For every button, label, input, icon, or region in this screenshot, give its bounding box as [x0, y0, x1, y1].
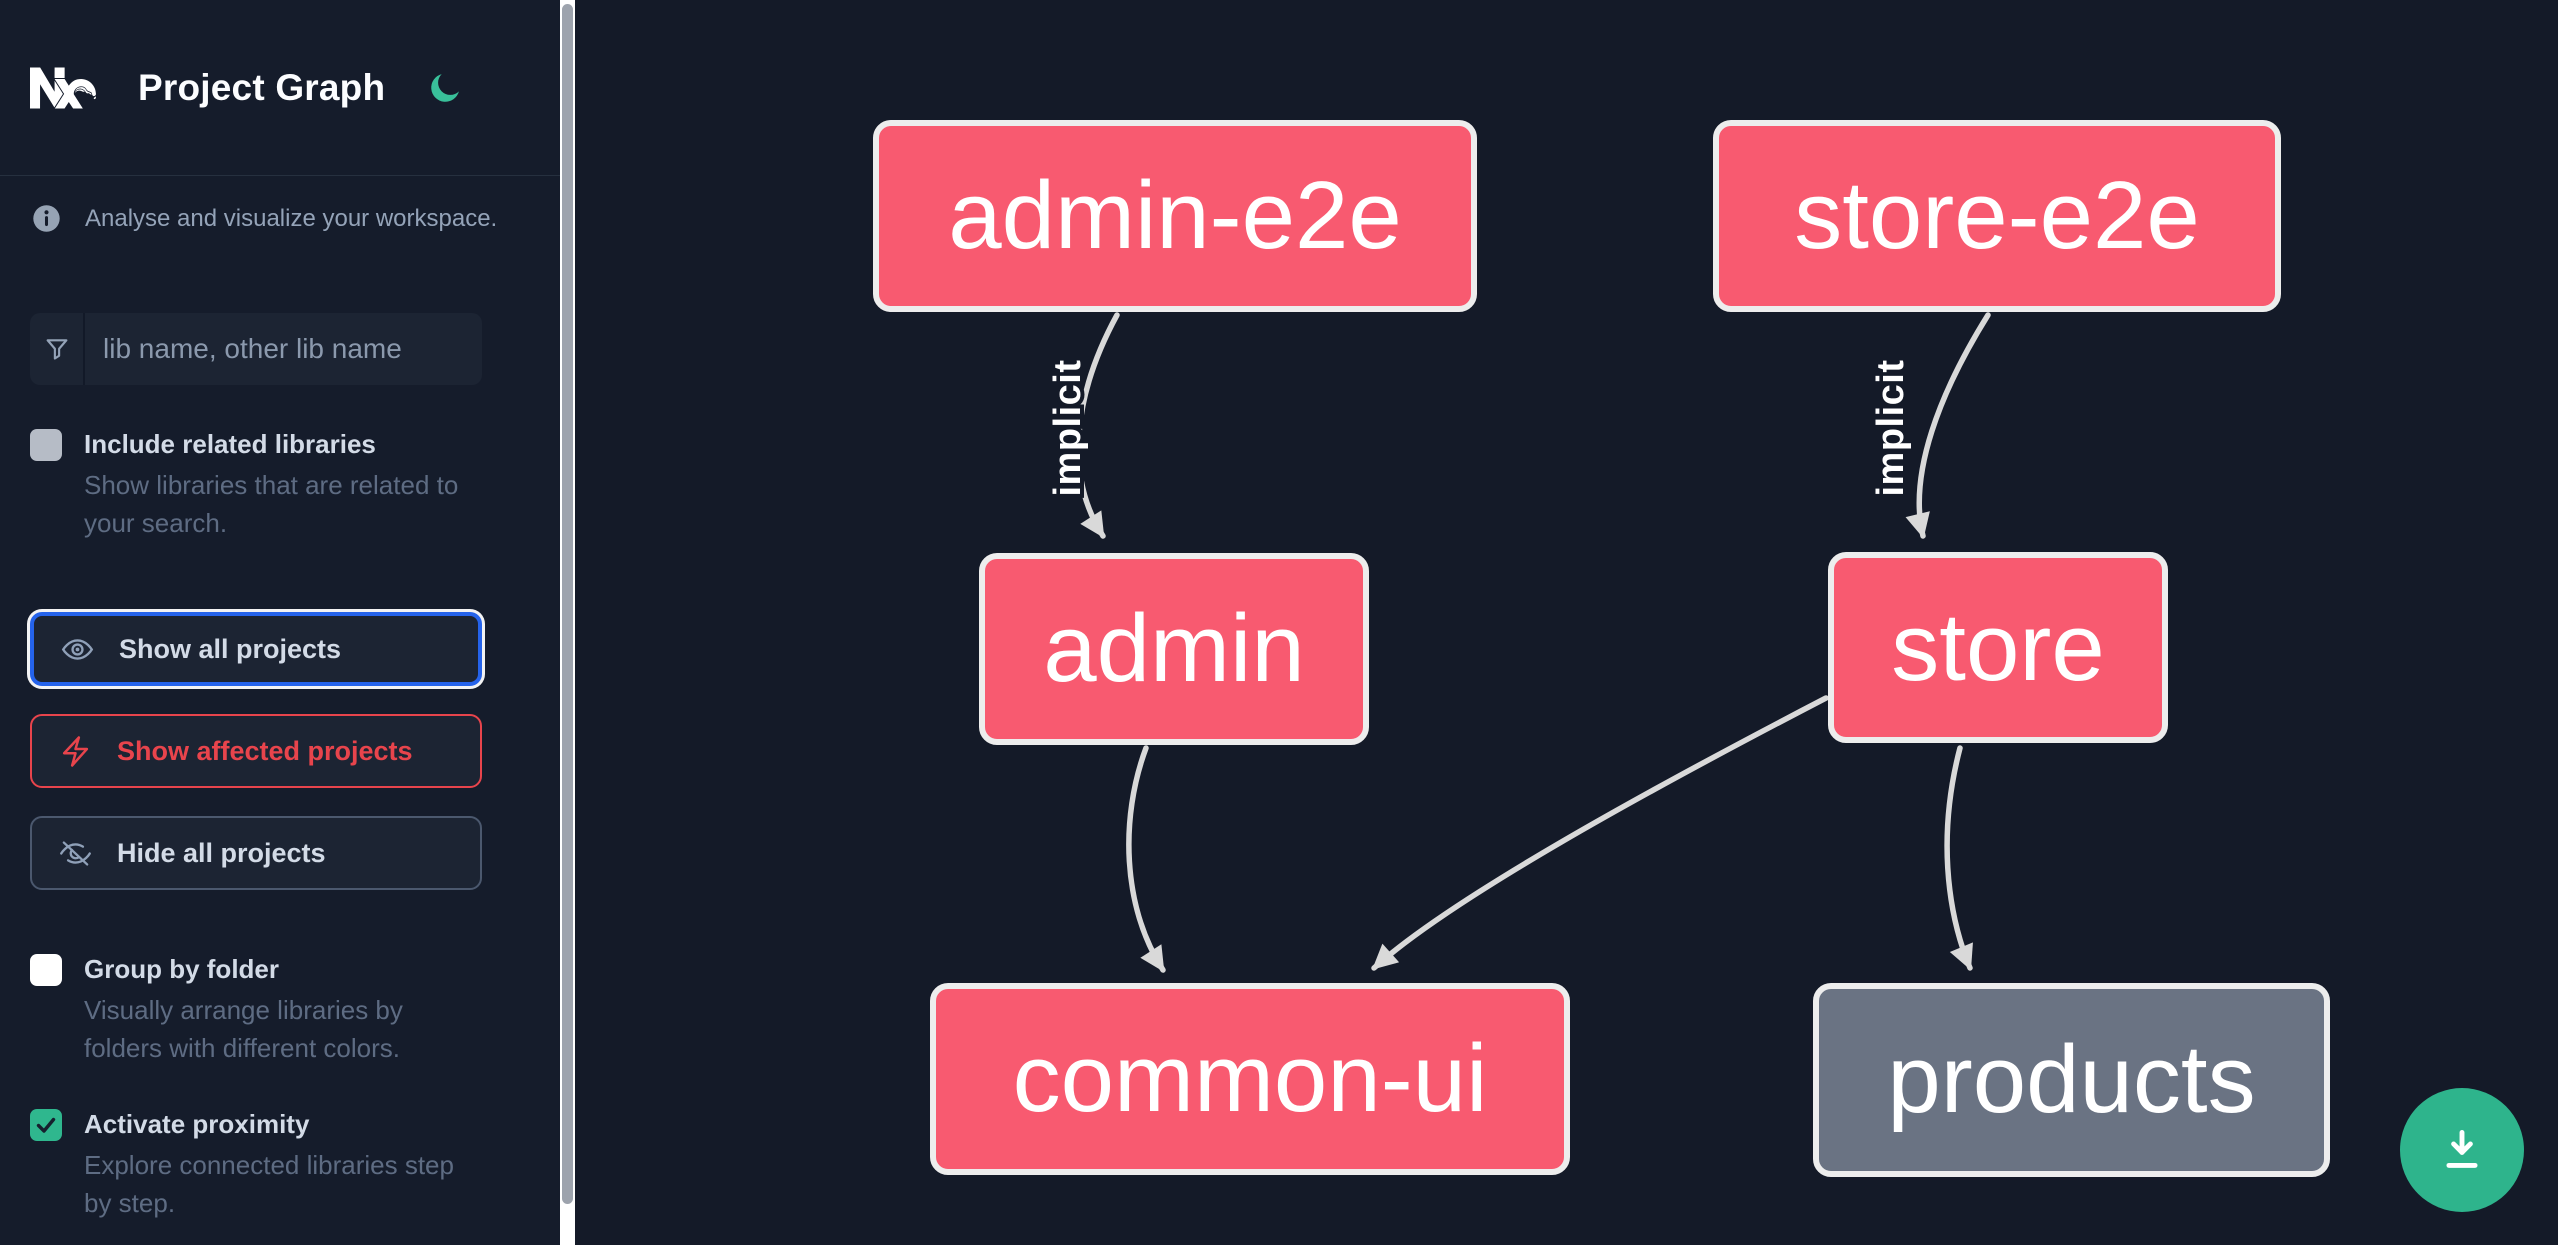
toggle-label: Include related libraries	[84, 429, 376, 459]
node-label: admin	[1043, 595, 1305, 702]
graph-node-admin-e2e[interactable]: admin-e2e	[873, 120, 1477, 312]
check-icon	[34, 1113, 58, 1137]
edge-store-to-products[interactable]	[1944, 745, 1973, 971]
moon-icon	[426, 69, 464, 107]
project-filter-box	[30, 313, 482, 385]
edge-store-e2e-to-store[interactable]	[1905, 312, 1991, 539]
edge-label-implicit: implicit	[1047, 359, 1089, 496]
tagline-text: Analyse and visualize your workspace.	[85, 204, 498, 232]
activate-proximity-checkbox[interactable]	[30, 1109, 62, 1141]
eye-icon	[60, 632, 95, 667]
toggle-description: Visually arrange libraries by folders wi…	[84, 995, 403, 1063]
graph-node-products[interactable]: products	[1813, 983, 2330, 1177]
sidebar-scrollbar-thumb[interactable]	[562, 4, 573, 1204]
tagline-row: Analyse and visualize your workspace.	[30, 202, 500, 235]
group-by-folder-checkbox[interactable]	[30, 954, 62, 986]
toggle-description: Show libraries that are related to your …	[84, 470, 459, 538]
edge-admin-to-common-ui[interactable]	[1126, 745, 1166, 973]
node-label: products	[1887, 1026, 2256, 1133]
theme-toggle-button[interactable]	[426, 69, 464, 107]
toggle-label: Activate proximity	[84, 1109, 310, 1139]
graph-node-store[interactable]: store	[1828, 552, 2168, 743]
button-label: Show affected projects	[117, 735, 413, 766]
lightning-icon	[58, 734, 93, 769]
edge-admin-e2e-to-admin[interactable]	[1075, 312, 1120, 539]
button-label: Show all projects	[119, 633, 342, 664]
node-label: common-ui	[1012, 1025, 1488, 1132]
toggle-label: Group by folder	[84, 954, 279, 984]
button-label: Hide all projects	[117, 837, 326, 868]
page-title: Project Graph	[138, 66, 386, 108]
nx-logo	[30, 55, 96, 121]
download-icon	[2434, 1122, 2490, 1178]
node-label: store	[1891, 593, 2105, 701]
graph-node-store-e2e[interactable]: store-e2e	[1713, 120, 2281, 312]
eye-off-icon	[58, 836, 93, 871]
show-affected-projects-button[interactable]: Show affected projects	[30, 714, 482, 788]
graph-node-admin[interactable]: admin	[979, 553, 1369, 745]
edge-store-to-common-ui[interactable]	[1371, 695, 1829, 971]
include-related-checkbox[interactable]	[30, 429, 62, 461]
sidebar-header: Project Graph	[0, 0, 560, 176]
toggle-group-by-folder: Group by folder Visually arrange librari…	[30, 952, 482, 1067]
sidebar-scrollbar-track	[560, 0, 575, 1245]
edge-label-implicit: implicit	[1870, 359, 1912, 496]
show-all-projects-button[interactable]: Show all projects	[30, 612, 482, 686]
download-image-button[interactable]	[2400, 1088, 2524, 1212]
toggle-include-related: Include related libraries Show libraries…	[30, 427, 482, 542]
node-label: store-e2e	[1794, 162, 2200, 269]
graph-node-common-ui[interactable]: common-ui	[930, 983, 1570, 1175]
toggle-description: Explore connected libraries step by step…	[84, 1150, 454, 1218]
toggle-activate-proximity: Activate proximity Explore connected lib…	[30, 1107, 482, 1222]
sidebar: Project Graph Analyse and visualize your…	[0, 0, 560, 1245]
hide-all-projects-button[interactable]: Hide all projects	[30, 816, 482, 890]
funnel-icon	[30, 313, 85, 385]
node-label: admin-e2e	[948, 162, 1402, 269]
project-filter-input[interactable]	[85, 313, 482, 385]
info-icon	[30, 202, 63, 235]
